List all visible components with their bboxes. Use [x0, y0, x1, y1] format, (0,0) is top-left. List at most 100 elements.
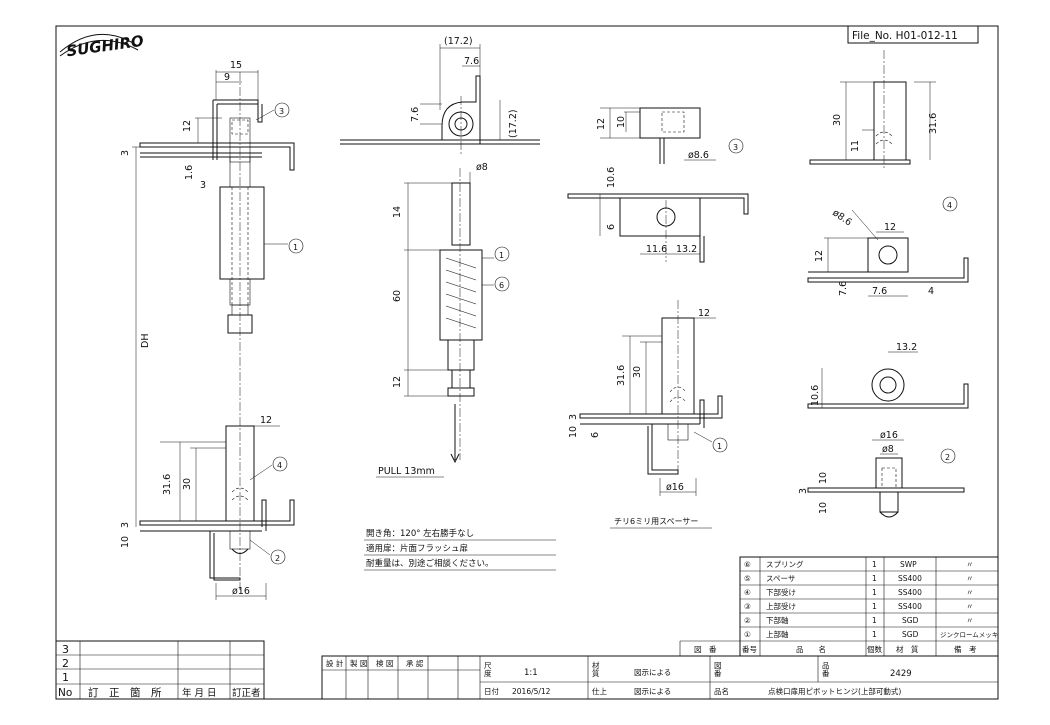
parts-row: ① 上部軸 1 SGD ジンクロームメッキ: [744, 629, 998, 639]
pull-label: PULL 13mm: [378, 466, 435, 477]
parts-row: ⑥ スプリング 1 SWP 〃: [744, 559, 974, 569]
dim-17.2-a: (17.2): [444, 36, 473, 47]
note-1: 開き角：120° 左右勝手なし: [366, 528, 474, 539]
dim-15: 15: [230, 60, 242, 71]
dim-1.6: 1.6: [184, 165, 195, 180]
dim-14: 14: [392, 206, 403, 218]
svg-text:SGD: SGD: [902, 630, 919, 639]
svg-text:SS400: SS400: [898, 602, 922, 611]
dim-3-lower: 3: [120, 522, 131, 528]
balloon-5: 1: [717, 442, 722, 451]
dim-12-plan-a: 12: [884, 222, 896, 233]
svg-text:材質: 材質: [592, 660, 600, 678]
svg-text:1: 1: [872, 574, 877, 583]
svg-text:スペーサ: スペーサ: [766, 574, 795, 583]
dim-30-lower: 30: [182, 478, 193, 490]
balloon-4-a: 4: [277, 461, 282, 470]
svg-text:1: 1: [872, 560, 877, 569]
svg-text:備 考: 備 考: [954, 644, 977, 654]
dim-12-top: 12: [182, 120, 193, 132]
dim-6-plan: 6: [606, 224, 617, 230]
svg-text:①: ①: [744, 630, 751, 639]
svg-text:品 名: 品 名: [796, 644, 826, 654]
svg-text:〃: 〃: [966, 602, 974, 611]
svg-text:訂 正 箇 所: 訂 正 箇 所: [88, 686, 162, 699]
svg-text:設 計: 設 計: [326, 658, 344, 668]
note-2: 適用扉：片面フラッシュ扉: [366, 543, 468, 554]
svg-text:日付: 日付: [484, 686, 499, 696]
file-number-box: File_No. H01-012-11: [847, 25, 979, 44]
svg-text:1: 1: [872, 588, 877, 597]
view-upper-receiver-plan: 10.6 6 11.6 13.2: [567, 167, 749, 263]
balloon-3-b: 3: [733, 143, 738, 152]
svg-text:〃: 〃: [966, 588, 974, 597]
svg-text:No: No: [58, 687, 72, 699]
svg-text:SWP: SWP: [900, 560, 917, 569]
dim-11: 11: [850, 140, 861, 152]
parts-row: ⑤ スペーサ 1 SS400 〃: [744, 574, 974, 583]
dim-10-shaft-b: 10: [818, 502, 829, 514]
svg-text:SGD: SGD: [902, 616, 919, 625]
balloon-6-b: 6: [499, 281, 504, 290]
rev-row-3: 3: [62, 643, 69, 656]
note-3: 耐重量は、別途ご相談ください。: [366, 558, 494, 569]
company-logo: SUGHIRO: [59, 32, 145, 60]
notes-block: 開き角：120° 左右勝手なし 適用扉：片面フラッシュ扉 耐重量は、別途ご相談く…: [364, 528, 556, 571]
svg-text:⑤: ⑤: [744, 574, 751, 583]
svg-text:SS400: SS400: [898, 574, 922, 583]
dim-12-plan-b: 12: [814, 250, 825, 262]
dim-10-lower: 10: [120, 536, 131, 548]
svg-text:上部軸: 上部軸: [766, 629, 789, 639]
revision-table: 3 2 1 No 訂 正 箇 所 年 月 日 訂正者: [55, 640, 265, 700]
dim-12-lower: 12: [260, 415, 272, 426]
dim-31.6-lower: 31.6: [162, 474, 173, 495]
svg-text:品番: 品番: [822, 661, 830, 678]
dim-13.2-plan: 13.2: [676, 244, 697, 255]
drawing-date: 2016/5/12: [512, 687, 551, 696]
dim-31.6-lower-recv: 31.6: [928, 113, 939, 134]
svg-text:年 月 日: 年 月 日: [182, 687, 217, 699]
dim-11.6: 11.6: [646, 244, 667, 255]
dim-3-shaft: 3: [200, 180, 206, 191]
dim-3-shaft: 3: [798, 488, 809, 494]
parts-row: ② 下部軸 1 SGD 〃: [744, 615, 974, 625]
svg-text:〃: 〃: [966, 574, 974, 583]
svg-text:検 図: 検 図: [376, 658, 393, 668]
dim-dia8-shaft: ø8: [882, 444, 894, 455]
dim-10-receiver: 10: [616, 116, 627, 128]
svg-text:スプリング: スプリング: [766, 559, 804, 569]
dim-7.6-b: 7.6: [410, 107, 421, 122]
svg-text:④: ④: [744, 588, 751, 597]
svg-text:下部受け: 下部受け: [766, 587, 796, 597]
svg-text:⑥: ⑥: [744, 560, 751, 569]
svg-text:材 質: 材 質: [896, 644, 919, 654]
svg-text:②: ②: [744, 616, 751, 625]
svg-text:ジンクロームメッキ: ジンクロームメッキ: [940, 631, 998, 639]
dim-10-shaft-a: 10: [818, 472, 829, 484]
view-lower-spacer: 12 31.6 30 3 10 6 ø16 1 チリ6ミリ用スペーサー: [568, 300, 728, 529]
balloon-2-b: 2: [945, 453, 950, 462]
view-shaft-spring: ø8 14 60 12 PULL 13mm 1 6: [376, 162, 510, 478]
dim-dia8.6-plan: ø8.6: [830, 207, 853, 228]
svg-text:承 認: 承 認: [406, 658, 424, 668]
dim-31.6-spacer: 31.6: [616, 365, 627, 386]
dim-dia16-lower: ø16: [232, 586, 250, 597]
dim-12-shaft: 12: [392, 376, 403, 388]
dim-10-spacer: 10: [568, 426, 579, 438]
view-spacer-plan: 13.2 10.6: [807, 342, 969, 409]
view-assembly: 15 9 12 3 1.6 3 DH 12: [120, 60, 304, 600]
balloon-4-b: 4: [947, 201, 952, 210]
dim-10.6-spacer: 10.6: [810, 385, 821, 406]
dim-60: 60: [392, 290, 403, 302]
parts-row: ④ 下部受け 1 SS400 〃: [744, 587, 974, 597]
title-block: 設 計 製 図 検 図 承 認 尺度 1:1 材質 図示による 図番 品番 24…: [321, 655, 999, 700]
svg-text:仕上: 仕上: [592, 686, 607, 696]
svg-text:図番: 図番: [714, 661, 722, 678]
dim-12-receiver: 12: [596, 118, 607, 130]
dim-dia16-shaft: ø16: [880, 430, 898, 441]
balloon-1-b: 1: [499, 251, 504, 260]
svg-text:1: 1: [872, 616, 877, 625]
parts-header: 図 番 番号 品 名 個数 材 質 備 考: [694, 644, 977, 654]
dim-12-spacer: 12: [698, 308, 710, 319]
